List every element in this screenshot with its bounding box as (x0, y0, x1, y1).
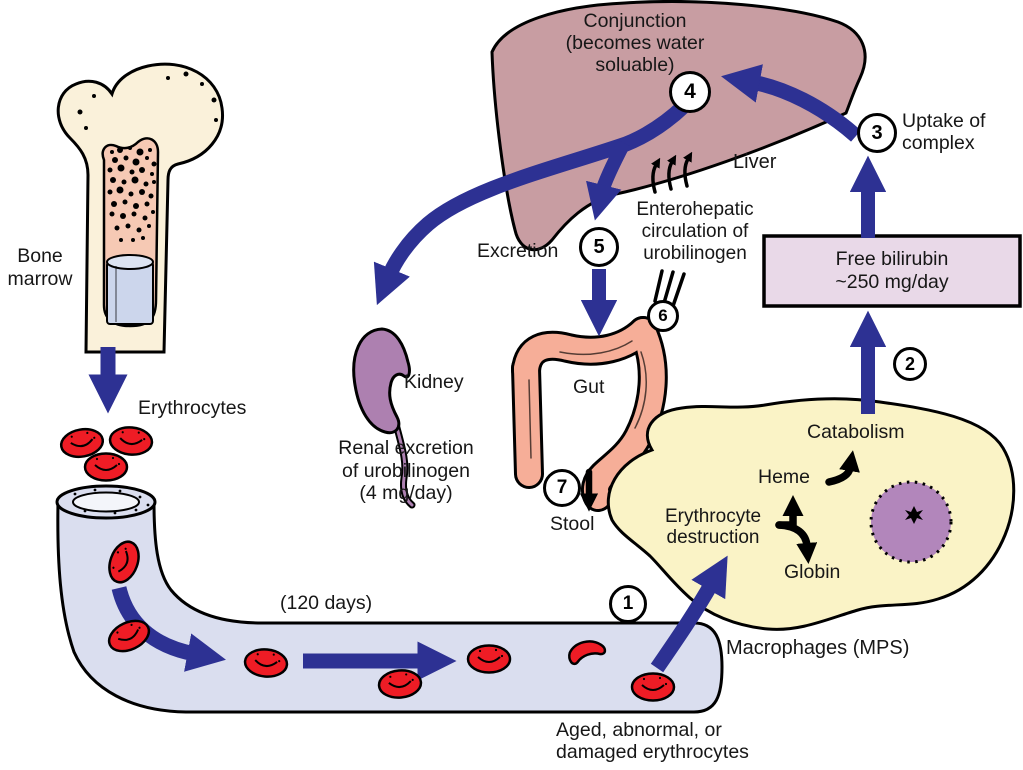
kidney-label: Kidney (404, 371, 464, 393)
gut-label: Gut (573, 376, 605, 398)
liver-label: Liver (733, 151, 777, 173)
step-circle-7: 7 (543, 469, 581, 507)
marrow-speckles (107, 146, 157, 242)
enterohepatic-line-1 (653, 269, 664, 303)
bone-marrow-label: Bone marrow (7, 245, 73, 290)
step-circle-1: 1 (609, 585, 647, 623)
globin-label: Globin (784, 561, 841, 583)
days-label: (120 days) (280, 592, 373, 614)
black-arrows (579, 151, 860, 564)
step-circle-4: 4 (669, 71, 711, 113)
step-circle-2: 2 (893, 347, 927, 381)
arrow-heme-to-catabolism (825, 450, 860, 486)
gut-shape (511, 316, 668, 512)
step-circle-3: 3 (857, 113, 897, 153)
bone-illustration (56, 62, 224, 354)
flow-arrows-blue (88, 64, 887, 681)
marrow-core-cylinder (106, 254, 154, 325)
enterohepatic-line-3 (671, 272, 686, 308)
enterohepatic-line-2 (662, 270, 675, 305)
enterohepatic-arrow-1 (651, 157, 661, 194)
heme-label: Heme (758, 466, 811, 488)
catabolism-label: Catabolism (807, 421, 905, 443)
free-bilirubin-box (762, 234, 1022, 308)
free-bilirubin-label: Free bilirubin ~250 mg/day (835, 248, 949, 293)
aged-erythrocytes-label: Aged, abnormal, or damaged erythrocytes (556, 719, 749, 763)
kidney-shape (352, 327, 416, 509)
step-circle-5: 5 (579, 227, 619, 267)
vessel-rim-dots (73, 488, 150, 515)
arrow-uptake-to-liver (721, 64, 861, 142)
arrow-liver-to-kidney (373, 100, 690, 306)
arrow-destruction-to-globin (775, 521, 818, 564)
enterohepatic-arrow-2 (667, 154, 677, 191)
nucleolus-spot (905, 506, 923, 524)
bone-surface-dots (77, 71, 218, 130)
damaged-erythrocyte-crescent (568, 640, 607, 666)
erythrocyte-cells (57, 424, 676, 702)
renal-excretion-label: Renal excretion of urobilinogen (4 mg/da… (338, 437, 474, 504)
erythrocyte-destruction-label: Erythrocyte destruction (664, 506, 762, 548)
conjunction-label: Conjunction (becomes water soluable) (565, 10, 705, 76)
excretion-label: Excretion (477, 240, 559, 262)
macrophages-label: Macrophages (MPS) (726, 637, 910, 659)
stool-label: Stool (550, 513, 595, 535)
step-circle-6: 6 (647, 300, 679, 332)
cell-nucleus (869, 480, 953, 564)
erythrocytes-label: Erythrocytes (138, 397, 247, 419)
gut-detail-lines (528, 340, 647, 459)
enterohepatic-label: Enterohepatic circulation of urobilinoge… (636, 199, 754, 264)
uptake-label: Uptake of complex (902, 110, 986, 154)
arrow-liver-to-excretion (586, 139, 631, 221)
arrow-vessel-to-macrophage (650, 555, 728, 673)
enterohepatic-arrow-3 (683, 151, 693, 188)
